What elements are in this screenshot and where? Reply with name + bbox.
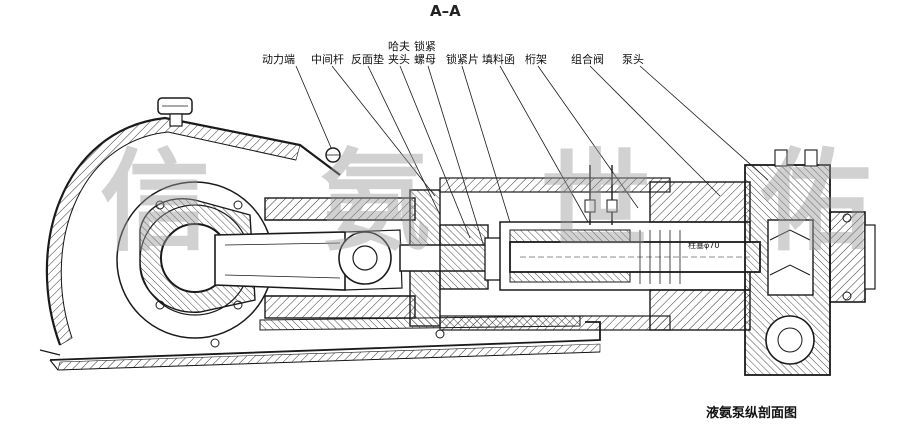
label-stuffing-box: 填料函 — [482, 53, 515, 66]
label-half-clamp: 哈夫 — [388, 40, 410, 53]
drawing-caption: 液氨泵纵剖面图 — [706, 406, 798, 421]
label-power-end: 动力端 — [262, 53, 295, 66]
label-truss: 桁架 — [525, 53, 547, 66]
label-combined-valve: 组合阀 — [571, 53, 604, 66]
label-lock: 锁紧 — [414, 40, 436, 53]
label-clamp-head: 夹头 — [388, 53, 410, 66]
watermark: 信 氨 世 佑 — [100, 138, 900, 266]
label-intermediate-rod: 中间杆 — [311, 53, 344, 66]
base-frame — [39, 315, 601, 371]
label-pump-head: 泵头 — [622, 53, 644, 66]
intermediate-rod — [399, 224, 508, 290]
plunger-mark: 柱塞φ70 — [688, 240, 719, 250]
label-reverse-gasket: 反面垫 — [351, 53, 384, 66]
label-nut: 螺母 — [414, 53, 436, 66]
connecting-rod — [214, 229, 403, 291]
section-title: A–A — [430, 2, 461, 20]
pump-head — [649, 149, 876, 376]
label-lock-plate: 锁紧片 — [446, 53, 479, 66]
